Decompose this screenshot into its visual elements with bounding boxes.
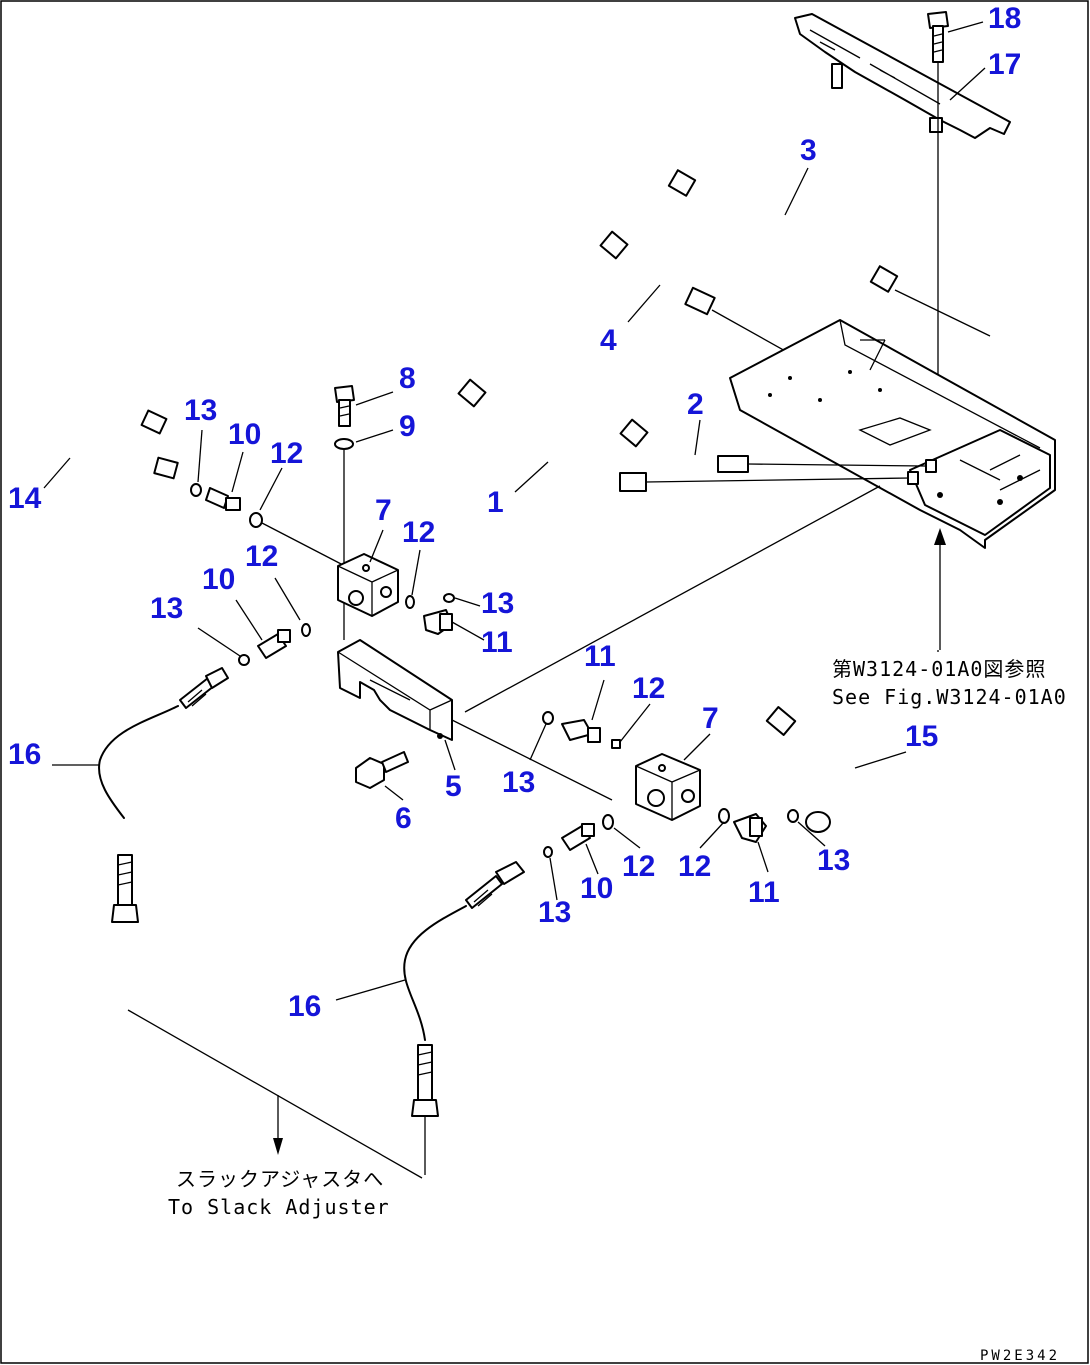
callout-12-d[interactable]: 12 <box>632 672 665 705</box>
fitting-frame-b <box>925 459 937 473</box>
callout-10-c[interactable]: 10 <box>580 872 613 905</box>
see-fig-note-jp: 第W3124-01A0図参照 <box>832 657 1046 681</box>
part-15-tube <box>765 706 855 833</box>
part-13-oring-e <box>787 809 799 823</box>
callout-7-b[interactable]: 7 <box>702 702 719 735</box>
part-13-oring-b <box>443 593 455 603</box>
callout-11-a[interactable]: 11 <box>481 626 513 659</box>
callout-12-a[interactable]: 12 <box>270 437 303 470</box>
part-10-fitting-a <box>205 487 241 511</box>
part-10-fitting-b <box>257 629 291 659</box>
part-13-oring-c <box>238 654 250 666</box>
callout-7-a[interactable]: 7 <box>375 494 392 527</box>
part-11-elbow-c <box>733 813 767 843</box>
fitting-frame-a <box>907 471 919 485</box>
callout-16-a[interactable]: 16 <box>8 738 41 771</box>
part-12-oring-d <box>611 739 621 749</box>
callout-leaders <box>43 21 986 1001</box>
slack-adjuster-note-en: To Slack Adjuster <box>168 1195 390 1219</box>
callout-13-c[interactable]: 13 <box>150 592 183 625</box>
leader-tube-1 <box>645 477 911 483</box>
callout-6[interactable]: 6 <box>395 802 412 835</box>
callout-9[interactable]: 9 <box>399 410 416 443</box>
leader-frame-valve <box>464 485 881 713</box>
part-8-bolt <box>334 385 355 427</box>
callout-15[interactable]: 15 <box>905 720 938 753</box>
part-3-tube <box>667 169 899 293</box>
part-16-cable-a <box>98 667 229 923</box>
part-14-tube <box>56 400 179 480</box>
part-12-oring-a <box>249 512 263 528</box>
callout-2[interactable]: 2 <box>687 388 704 421</box>
part-16-cable-b <box>403 861 525 1175</box>
callout-11-c[interactable]: 11 <box>748 876 780 909</box>
part-7-valve-block-b <box>635 753 701 821</box>
part-6-bolt <box>355 751 409 789</box>
part-5-bracket <box>337 639 453 741</box>
part-7-valve-block-a <box>337 553 399 617</box>
main-frame-bracket <box>729 319 1056 549</box>
callout-12-b[interactable]: 12 <box>402 516 435 549</box>
callout-14[interactable]: 14 <box>8 482 42 515</box>
drawing-code: PW2E342 <box>980 1348 1060 1364</box>
slack-adjuster-note-jp: スラックアジャスタへ <box>176 1167 384 1191</box>
part-2-tube <box>619 418 749 473</box>
part-10-fitting-c <box>561 823 595 851</box>
part-12-oring-e <box>602 814 614 830</box>
callout-10-a[interactable]: 10 <box>228 418 261 451</box>
callout-13-b[interactable]: 13 <box>481 587 514 620</box>
callout-12-f[interactable]: 12 <box>678 850 711 883</box>
callout-13-d[interactable]: 13 <box>502 766 535 799</box>
part-13-oring-d <box>542 711 554 725</box>
leader-tube-2 <box>747 463 926 467</box>
part-1-tube <box>457 378 647 492</box>
leader-tube-3 <box>894 289 991 337</box>
see-fig-note-en: See Fig.W3124-01A0 <box>832 685 1067 709</box>
callout-12-c[interactable]: 12 <box>245 540 278 573</box>
part-9-washer <box>334 438 354 450</box>
callout-13-f[interactable]: 13 <box>538 896 571 929</box>
callout-11-b[interactable]: 11 <box>584 640 616 673</box>
callout-labels: 18 17 3 4 2 1 8 9 14 13 10 12 7 12 12 10… <box>8 2 1021 1023</box>
reference-arrow <box>934 528 946 650</box>
callout-17[interactable]: 17 <box>988 48 1021 81</box>
callout-18[interactable]: 18 <box>988 2 1021 35</box>
callout-8[interactable]: 8 <box>399 362 416 395</box>
callout-4[interactable]: 4 <box>600 324 617 357</box>
part-4-tube <box>599 230 716 316</box>
part-11-fitting-b <box>561 719 601 743</box>
part-13-oring-a <box>190 483 202 497</box>
callout-1[interactable]: 1 <box>487 486 504 519</box>
callout-16-b[interactable]: 16 <box>288 990 321 1023</box>
slack-adjuster-reference <box>127 1009 423 1179</box>
part-12-oring-b <box>405 595 415 609</box>
part-17-bracket <box>794 13 1011 139</box>
callout-10-b[interactable]: 10 <box>202 563 235 596</box>
part-12-oring-c <box>301 623 311 637</box>
part-11-elbow-a <box>423 609 453 635</box>
callout-12-e[interactable]: 12 <box>622 850 655 883</box>
leader-oring-12a <box>261 522 346 567</box>
part-13-oring-f <box>543 846 553 858</box>
callout-5[interactable]: 5 <box>445 770 462 803</box>
callout-13-a[interactable]: 13 <box>184 394 217 427</box>
part-18-bolt <box>927 11 949 63</box>
callout-3[interactable]: 3 <box>800 134 817 167</box>
part-12-oring-f <box>718 808 730 824</box>
callout-13-e[interactable]: 13 <box>817 844 850 877</box>
leader-bracket-5 <box>451 719 613 801</box>
